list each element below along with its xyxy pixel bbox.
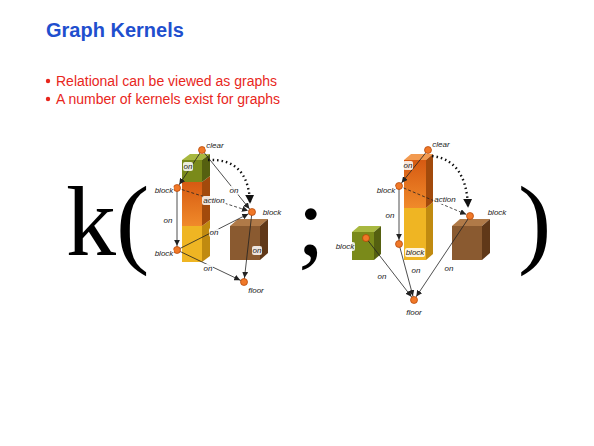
graph-label: block <box>376 186 397 195</box>
bullet-text: Relational can be viewed as graphs <box>56 73 277 90</box>
graph-edges <box>177 150 252 282</box>
bullet-text: A number of kernels exist for graphs <box>56 91 280 108</box>
kernel-symbol: ) <box>518 172 551 272</box>
kernel-symbol: ; <box>297 172 325 272</box>
right-graph <box>352 147 490 304</box>
graph-label: action <box>433 195 456 204</box>
kernel-symbol: k( <box>66 172 149 272</box>
graph-label: block <box>487 208 508 217</box>
graph-label: clear <box>431 140 450 149</box>
graph-edges <box>366 150 470 300</box>
graph-label: on <box>163 216 174 225</box>
graph-label: block <box>154 249 175 258</box>
graph-label: on <box>252 246 263 255</box>
graph-label: block <box>335 242 356 251</box>
graph-label: on <box>444 264 455 273</box>
graph-label: floor <box>247 286 265 295</box>
graph-label: clear <box>205 141 224 150</box>
graph-label: on <box>183 162 194 171</box>
graph-label: on <box>203 264 214 273</box>
block-cubes <box>352 154 490 260</box>
graph-label: on <box>403 161 414 170</box>
action-arrow <box>432 156 468 206</box>
left-graph <box>174 147 269 286</box>
graph-label: block <box>405 248 426 257</box>
graph-label: action <box>202 196 225 205</box>
graph-label: floor <box>405 308 423 317</box>
block-cubes <box>182 154 268 262</box>
graph-label: on <box>385 211 396 220</box>
graph-label: on <box>377 272 388 281</box>
graph-label: on <box>209 228 220 237</box>
graph-label: block <box>262 208 283 217</box>
graph-nodes <box>363 147 474 304</box>
graph-nodes <box>174 147 256 286</box>
bullet-dot <box>46 79 50 83</box>
graph-label: on <box>411 266 422 275</box>
graph-label: block <box>154 186 175 195</box>
graph-label: on <box>229 186 240 195</box>
slide-title: Graph Kernels <box>46 19 184 42</box>
bullet-dot <box>46 97 50 101</box>
